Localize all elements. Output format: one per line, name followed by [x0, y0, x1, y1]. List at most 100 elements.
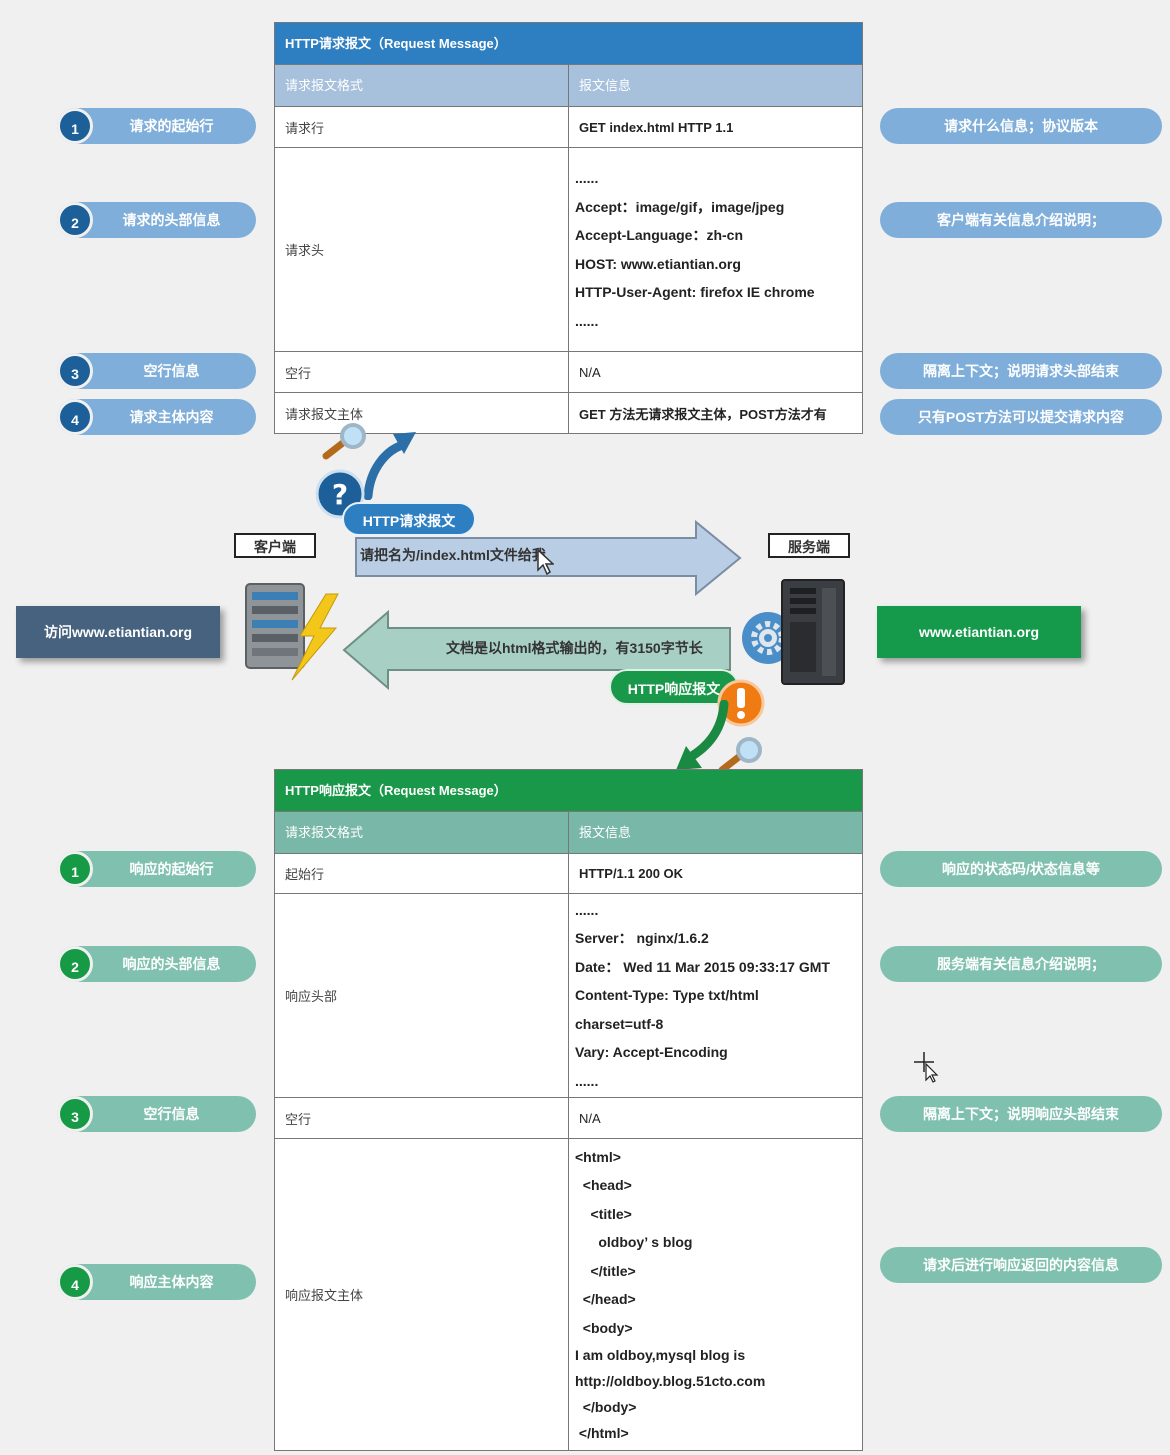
- row-label: 空行: [275, 1098, 569, 1138]
- row-value: GET 方法无请求报文主体，POST方法才有: [579, 406, 827, 422]
- response-table: HTTP响应报文（Request Message） 请求报文格式 报文信息 起始…: [274, 769, 863, 1451]
- request-col2-header: 报文信息: [579, 78, 632, 93]
- row-value: HTTP/1.1 200 OK: [579, 866, 684, 881]
- value-line: HTTP-User-Agent: firefox IE chrome: [575, 284, 815, 300]
- step-label: 请求的头部信息: [122, 212, 221, 228]
- value-line: Server： nginx/1.6.2: [575, 930, 709, 947]
- request-step-4: 4 请求主体内容: [57, 399, 256, 435]
- response-table-title: HTTP响应报文（Request Message）: [275, 770, 862, 811]
- request-table-title: HTTP请求报文（Request Message）: [275, 23, 862, 64]
- request-col1-header: 请求报文格式: [275, 65, 569, 106]
- exclamation-icon: [717, 679, 765, 727]
- row-label: 响应头部: [275, 894, 569, 1097]
- question-icon: ?: [315, 469, 365, 519]
- request-step-2: 2 请求的头部信息: [57, 202, 256, 238]
- step-number: 1: [57, 108, 93, 144]
- response-step-4: 4 响应主体内容: [57, 1264, 256, 1300]
- value-line: Date： Wed 11 Mar 2015 09:33:17 GMT: [575, 958, 830, 975]
- request-table: HTTP请求报文（Request Message） 请求报文格式 报文信息 请求…: [274, 22, 863, 434]
- row-value: ...... Accept：image/gif，image/jpeg Accep…: [569, 148, 862, 351]
- value-line: Content-Type: Type txt/html: [575, 987, 759, 1004]
- value-line: Accept-Language：zh-cn: [575, 227, 744, 243]
- response-note-4: 请求后进行响应返回的内容信息: [880, 1247, 1162, 1283]
- request-note-1: 请求什么信息；协议版本: [880, 108, 1162, 144]
- move-cursor-icon: [914, 1052, 939, 1083]
- value-line: HOST: www.etiantian.org: [575, 255, 741, 272]
- row-label: 起始行: [275, 854, 569, 893]
- row-label: 响应报文主体: [275, 1139, 569, 1450]
- step-label: 响应的头部信息: [122, 956, 221, 972]
- svg-text:?: ?: [332, 478, 348, 511]
- response-note-2: 服务端有关信息介绍说明；: [880, 946, 1162, 982]
- step-number: 2: [57, 946, 93, 982]
- step-label: 请求主体内容: [129, 409, 214, 425]
- step-number: 4: [57, 399, 93, 435]
- step-label: 请求的起始行: [129, 118, 214, 134]
- request-step-1: 1 请求的起始行: [57, 108, 256, 144]
- server-banner: www.etiantian.org: [877, 606, 1081, 658]
- response-step-2: 2 响应的头部信息: [57, 946, 256, 982]
- value-line: ......: [575, 312, 599, 329]
- response-col2-header: 报文信息: [579, 825, 632, 840]
- step-number: 4: [57, 1264, 93, 1300]
- magnifier-icon: [718, 737, 762, 774]
- value-line: <head>: [575, 1177, 632, 1194]
- table-row: 空行 N/A: [275, 1097, 862, 1138]
- table-row: 请求行 GET index.html HTTP 1.1: [275, 106, 862, 147]
- response-arrow-text: 文档是以html格式输出的，有3150字节长: [446, 640, 703, 656]
- row-value: <html> <head> <title> oldboy’ s blog </t…: [569, 1139, 862, 1450]
- server-label: 服务端: [768, 533, 850, 558]
- step-label: 空行信息: [143, 1106, 200, 1122]
- value-line: http://oldboy.blog.51cto.com: [575, 1373, 766, 1390]
- request-note-2: 客户端有关信息介绍说明；: [880, 202, 1162, 238]
- value-line: </body>: [575, 1399, 637, 1416]
- value-line: I am oldboy,mysql blog is: [575, 1347, 746, 1364]
- http-request-pill: HTTP请求报文: [342, 502, 476, 536]
- row-value: ...... Server： nginx/1.6.2 Date： Wed 11 …: [569, 894, 862, 1097]
- curved-arrow-icon: [363, 432, 416, 500]
- request-table-header: 请求报文格式 报文信息: [275, 64, 862, 106]
- cursor-icon: [537, 548, 554, 576]
- table-row: 请求报文主体 GET 方法无请求报文主体，POST方法才有: [275, 392, 862, 433]
- request-note-3: 隔离上下文；说明请求头部结束: [880, 353, 1162, 389]
- response-step-3: 3 空行信息: [57, 1096, 256, 1132]
- response-table-header: 请求报文格式 报文信息: [275, 811, 862, 853]
- step-label: 响应主体内容: [129, 1274, 214, 1290]
- table-row: 请求头 ...... Accept：image/gif，image/jpeg A…: [275, 147, 862, 351]
- value-line: Accept：image/gif，image/jpeg: [575, 198, 785, 215]
- row-value: N/A: [579, 364, 601, 380]
- step-label: 响应的起始行: [129, 861, 214, 877]
- row-label: 请求头: [275, 148, 569, 351]
- server-icon: [245, 583, 305, 669]
- value-line: <title>: [575, 1205, 632, 1222]
- row-value: N/A: [579, 1110, 601, 1126]
- http-response-pill: HTTP响应报文: [609, 669, 739, 705]
- row-label: 空行: [275, 352, 569, 392]
- value-line: </head>: [575, 1291, 636, 1308]
- value-line: <body>: [575, 1319, 633, 1336]
- curved-arrow-icon: [676, 700, 729, 770]
- response-step-1: 1 响应的起始行: [57, 851, 256, 887]
- value-line: <html>: [575, 1148, 621, 1165]
- table-row: 起始行 HTTP/1.1 200 OK: [275, 853, 862, 893]
- value-line: </html>: [575, 1425, 629, 1442]
- step-label: 空行信息: [143, 363, 200, 379]
- table-row: 空行 N/A: [275, 351, 862, 392]
- step-number: 3: [57, 1096, 93, 1132]
- value-line: ......: [575, 1072, 599, 1089]
- request-note-4: 只有POST方法可以提交请求内容: [880, 399, 1162, 435]
- value-line: </title>: [575, 1262, 636, 1279]
- client-banner: 访问www.etiantian.org: [16, 606, 220, 658]
- lightning-icon: [291, 593, 339, 681]
- value-line: Vary: Accept-Encoding: [575, 1044, 728, 1061]
- response-note-3: 隔离上下文；说明响应头部结束: [880, 1096, 1162, 1132]
- request-arrow: [355, 519, 742, 597]
- row-value: GET index.html HTTP 1.1: [579, 119, 734, 135]
- value-line: oldboy’ s blog: [575, 1234, 693, 1251]
- client-label: 客户端: [234, 533, 316, 558]
- value-line: ......: [575, 170, 599, 186]
- response-col1-header: 请求报文格式: [275, 812, 569, 853]
- magnifier-icon: [322, 423, 366, 460]
- row-label: 请求行: [275, 107, 569, 147]
- response-note-1: 响应的状态码/状态信息等: [880, 851, 1162, 887]
